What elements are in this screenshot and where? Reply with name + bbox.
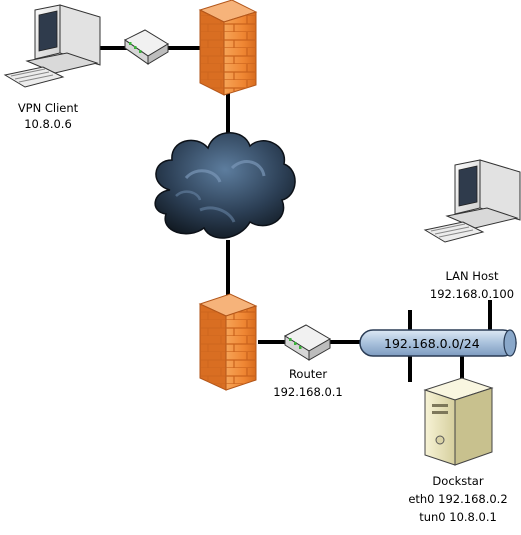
connection-lines — [95, 46, 492, 382]
lan-host-label: LAN Host LAN Host 192.168.0.100 192.168.… — [428, 268, 515, 303]
lan-host-name: LAN Host — [446, 269, 499, 283]
vpn-client-workstation — [3, 4, 101, 88]
vpn-client-name: VPN Client — [18, 101, 79, 115]
svg-text:192.168.0.1: 192.168.0.1 — [273, 385, 343, 399]
desktop-computer-icon — [3, 4, 101, 88]
vpn-client-ip: 10.8.0.6 — [24, 117, 72, 131]
router-label: Router Router 192.168.0.1 192.168.0.1 — [272, 366, 345, 401]
brick-firewall-icon — [198, 0, 258, 96]
svg-text:Dockstar: Dockstar — [432, 474, 483, 488]
firewall-bottom — [198, 293, 258, 391]
svg-text:192.168.0.100: 192.168.0.100 — [430, 287, 514, 301]
router-name: Router — [289, 367, 327, 381]
subnet-label: 192.168.0.0/24 — [384, 336, 480, 351]
dockstar-server — [423, 377, 494, 466]
svg-text:10.8.0.6: 10.8.0.6 — [24, 117, 72, 131]
svg-text:Router: Router — [289, 367, 327, 381]
desktop-computer-icon — [423, 159, 521, 243]
svg-text:VPN Client: VPN Client — [18, 101, 79, 115]
firewall-top — [198, 0, 258, 96]
svg-text:tun0 10.8.0.1: tun0 10.8.0.1 — [419, 510, 497, 524]
router-ip: 192.168.0.1 — [273, 385, 343, 399]
vpn-client-label: VPN Client VPN Client 10.8.0.6 10.8.0.6 — [16, 100, 80, 133]
vpn-client-modem — [124, 29, 169, 65]
router-modem — [283, 324, 331, 361]
dockstar-name: Dockstar — [432, 474, 483, 488]
svg-text:eth0 192.168.0.2: eth0 192.168.0.2 — [408, 492, 507, 506]
modem-icon — [124, 29, 169, 65]
subnet-bus: 192.168.0.0/24 — [359, 329, 517, 357]
dockstar-eth0: eth0 192.168.0.2 — [408, 492, 507, 506]
brick-firewall-icon — [198, 293, 258, 391]
modem-icon — [283, 324, 331, 361]
dockstar-tun0: tun0 10.8.0.1 — [419, 510, 497, 524]
internet-cloud-icon — [154, 132, 296, 239]
svg-text:LAN Host: LAN Host — [446, 269, 499, 283]
lan-host-ip: 192.168.0.100 — [430, 287, 514, 301]
tower-server-icon — [423, 377, 494, 466]
internet-cloud — [154, 132, 296, 239]
dockstar-label: Dockstar Dockstar eth0 192.168.0.2 eth0 … — [407, 473, 509, 526]
lan-host-workstation — [423, 159, 521, 243]
